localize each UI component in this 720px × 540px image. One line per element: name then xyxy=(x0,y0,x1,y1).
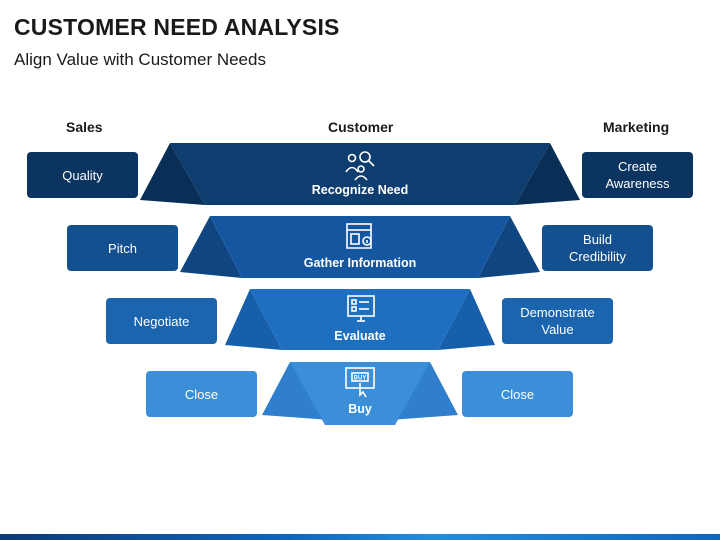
stage-4-right-flap xyxy=(390,362,458,420)
page-title: CUSTOMER NEED ANALYSIS xyxy=(14,14,340,40)
people-search-icon xyxy=(345,151,375,181)
stage-3-right-flap xyxy=(438,289,495,350)
checklist-monitor-icon xyxy=(347,295,375,322)
marketing-box-demonstrate-value: Demonstrate Value xyxy=(502,298,613,344)
page-subtitle: Align Value with Customer Needs xyxy=(14,50,266,69)
stage-label-gather-information: Gather Information xyxy=(303,256,417,270)
column-header-sales: Sales xyxy=(66,119,103,135)
footer-accent-bar xyxy=(0,534,720,540)
marketing-box-create-awareness: Create Awareness xyxy=(582,152,693,198)
stage-1-right-flap xyxy=(515,143,580,205)
stage-2-right-flap xyxy=(478,216,540,278)
stage-label-evaluate: Evaluate xyxy=(334,329,386,343)
buy-button-icon: BUY xyxy=(345,367,375,398)
sales-box-close: Close xyxy=(146,371,257,417)
stage-2-left-flap xyxy=(180,216,242,278)
stage-4-left-flap xyxy=(262,362,330,420)
marketing-box-build-credibility: Build Credibility xyxy=(542,225,653,271)
sales-box-quality: Quality xyxy=(27,152,138,198)
sales-box-negotiate: Negotiate xyxy=(106,298,217,344)
svg-text:BUY: BUY xyxy=(354,376,367,382)
stage-1-band xyxy=(170,143,550,205)
stage-3-band xyxy=(250,289,470,350)
column-header-customer: Customer xyxy=(328,119,394,135)
sales-box-pitch: Pitch xyxy=(67,225,178,271)
stage-label-buy: Buy xyxy=(348,402,372,416)
stage-3-left-flap xyxy=(225,289,282,350)
store-info-icon xyxy=(346,223,372,249)
marketing-box-close: Close xyxy=(462,371,573,417)
column-header-marketing: Marketing xyxy=(603,119,670,135)
stage-1-left-flap xyxy=(140,143,205,205)
stage-label-recognize-need: Recognize Need xyxy=(311,183,409,197)
stage-2-band xyxy=(210,216,510,278)
